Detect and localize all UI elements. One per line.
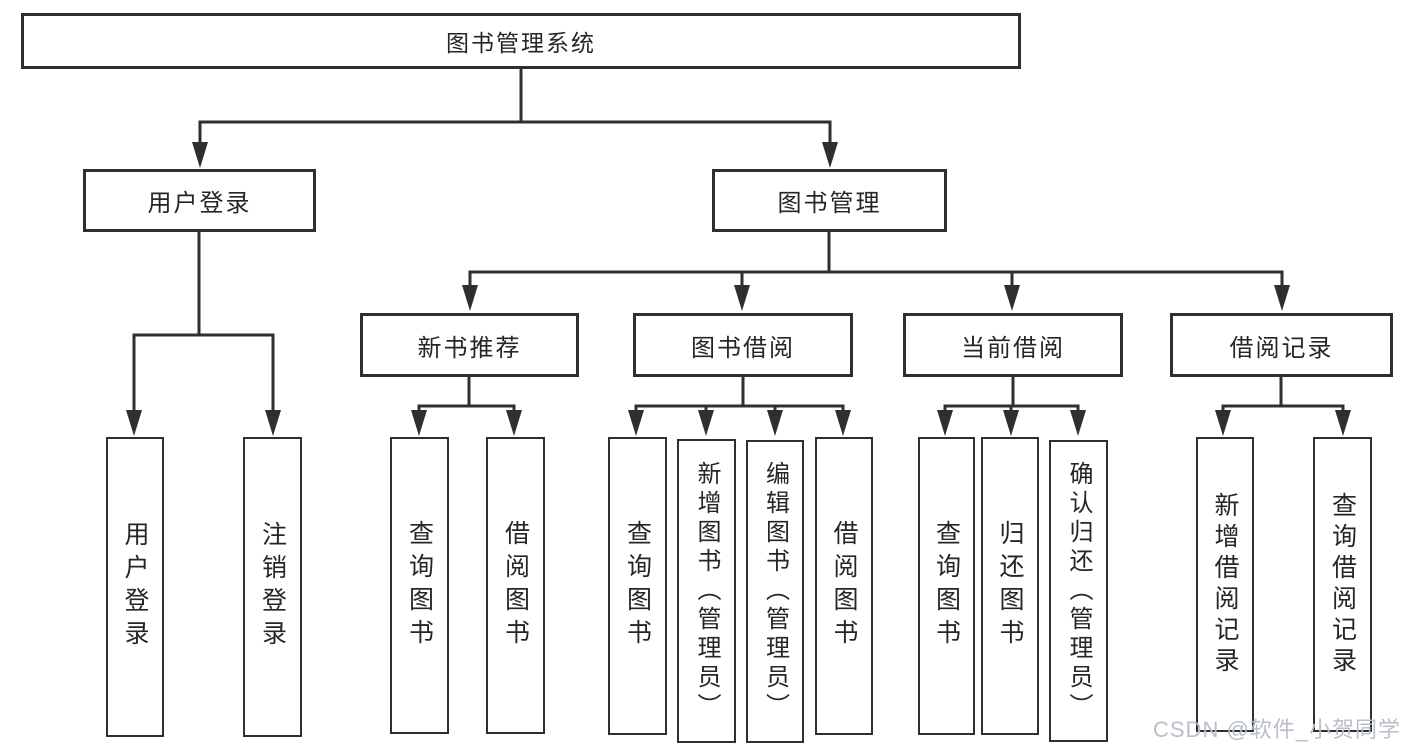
leaf-return-books: 归还图书 — [981, 437, 1039, 735]
leaf-user-login: 用户登录 — [106, 437, 164, 737]
watermark: CSDN @软件_小贺同学 — [1153, 717, 1402, 742]
leaf-add-borrow-record: 新增借阅记录 — [1196, 437, 1254, 732]
leaf-logout: 注销登录 — [243, 437, 302, 737]
node-new-book-recommendation: 新书推荐 — [360, 313, 579, 377]
node-user-login: 用户登录 — [83, 169, 316, 232]
leaf-confirm-return-admin: 确认归还（管理员） — [1049, 440, 1108, 742]
node-borrowing-records: 借阅记录 — [1170, 313, 1393, 377]
leaf-query-books-current: 查询图书 — [918, 437, 975, 735]
node-library-system: 图书管理系统 — [21, 13, 1021, 69]
node-book-management: 图书管理 — [712, 169, 947, 232]
leaf-edit-books-admin: 编辑图书（管理员） — [746, 440, 804, 743]
leaf-borrow-books: 借阅图书 — [815, 437, 873, 735]
node-current-borrowing: 当前借阅 — [903, 313, 1123, 377]
leaf-add-books-admin: 新增图书（管理员） — [677, 439, 736, 743]
leaf-borrow-books-recommend: 借阅图书 — [486, 437, 545, 734]
node-book-borrowing: 图书借阅 — [633, 313, 853, 377]
leaf-query-books-recommend: 查询图书 — [390, 437, 449, 734]
leaf-query-books-borrowing: 查询图书 — [608, 437, 667, 735]
leaf-query-borrow-record: 查询借阅记录 — [1313, 437, 1372, 732]
